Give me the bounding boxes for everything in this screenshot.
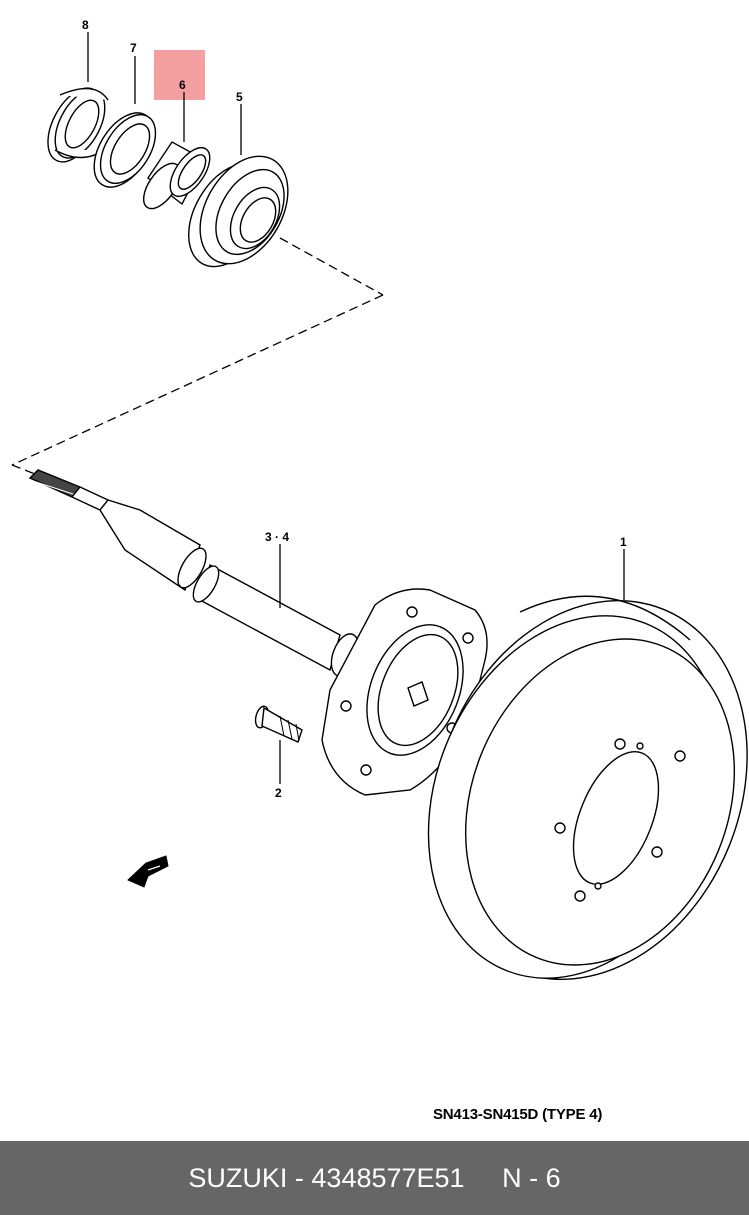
footer-bar: SUZUKI - 4348577E51 N - 6 bbox=[0, 1141, 749, 1215]
callout-part-2: 2 bbox=[275, 786, 282, 800]
callout-leaders bbox=[87, 32, 625, 784]
footer-spacer bbox=[465, 1163, 503, 1194]
dashed-leader bbox=[11, 237, 384, 477]
wheel-stud-part-2 bbox=[254, 705, 303, 743]
direction-arrow-icon bbox=[127, 855, 169, 888]
callout-part-5: 5 bbox=[236, 90, 243, 104]
callout-part-6: 6 bbox=[179, 78, 186, 92]
parts-diagram: 8 7 6 5 3 · 4 1 2 bbox=[11, 18, 748, 981]
part-6-highlight bbox=[154, 50, 205, 100]
footer-page-ref: N - 6 bbox=[502, 1162, 561, 1193]
bearing-ring-part-7 bbox=[93, 112, 157, 188]
spacer-part-6 bbox=[142, 141, 211, 210]
callout-part-7: 7 bbox=[130, 41, 137, 55]
footer-brand: SUZUKI bbox=[188, 1162, 288, 1193]
callout-part-3-4: 3 · 4 bbox=[265, 530, 289, 544]
footer-part-number: 4348577E51 bbox=[311, 1162, 465, 1193]
callout-part-1: 1 bbox=[620, 535, 627, 549]
callout-part-8: 8 bbox=[82, 18, 89, 32]
footer-separator: - bbox=[287, 1162, 312, 1193]
brake-drum-part-1 bbox=[427, 595, 748, 981]
model-caption: SN413-SN415D (TYPE 4) bbox=[433, 1106, 603, 1123]
oil-seal-part-8 bbox=[47, 87, 109, 163]
axle-shaft-part-3-4 bbox=[28, 469, 360, 677]
hub-flange bbox=[321, 588, 488, 796]
bearing-part-5 bbox=[188, 155, 289, 268]
